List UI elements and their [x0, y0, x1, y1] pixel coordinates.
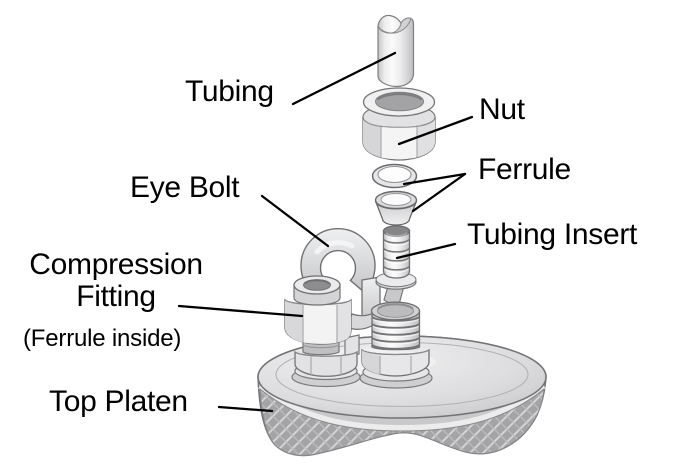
compression-fitting-leader-line	[177, 304, 304, 318]
tubing-insert-part	[375, 225, 417, 309]
ferrule-label: Ferrule	[478, 153, 571, 186]
ferrule-cone-part	[374, 190, 418, 226]
nut-label: Nut	[479, 93, 525, 126]
top-platen-leader-line	[217, 405, 274, 413]
tubing-insert-label: Tubing Insert	[467, 218, 638, 251]
tubing-part	[377, 14, 415, 88]
compression-fitting-label-line1: Compression	[29, 248, 203, 281]
ferrule-ring-leader-line	[402, 172, 467, 186]
tubing-leader-line	[291, 51, 397, 106]
tubing-insert-leader-line	[395, 242, 457, 260]
compression-fitting-label-line2: Fitting	[76, 280, 156, 314]
ferrule-inside-note-label: (Ferrule inside)	[23, 325, 182, 352]
eye-bolt-tab	[344, 334, 360, 358]
top-platen-label: Top Platen	[49, 385, 188, 418]
threaded-fitting-part	[361, 301, 430, 377]
compression-fitting-part	[284, 275, 358, 377]
leader-lines	[177, 51, 474, 413]
compression-fitting-label: Compression Fitting	[8, 248, 224, 314]
ferrule-cone-leader-line	[411, 172, 467, 213]
ferrule-ring-part	[371, 163, 418, 189]
nut-leader-line	[397, 115, 474, 146]
nut-part	[362, 87, 436, 161]
eye-bolt-label: Eye Bolt	[130, 171, 240, 204]
tubing-label: Tubing	[185, 75, 274, 108]
eye-bolt-leader-line	[260, 194, 330, 248]
